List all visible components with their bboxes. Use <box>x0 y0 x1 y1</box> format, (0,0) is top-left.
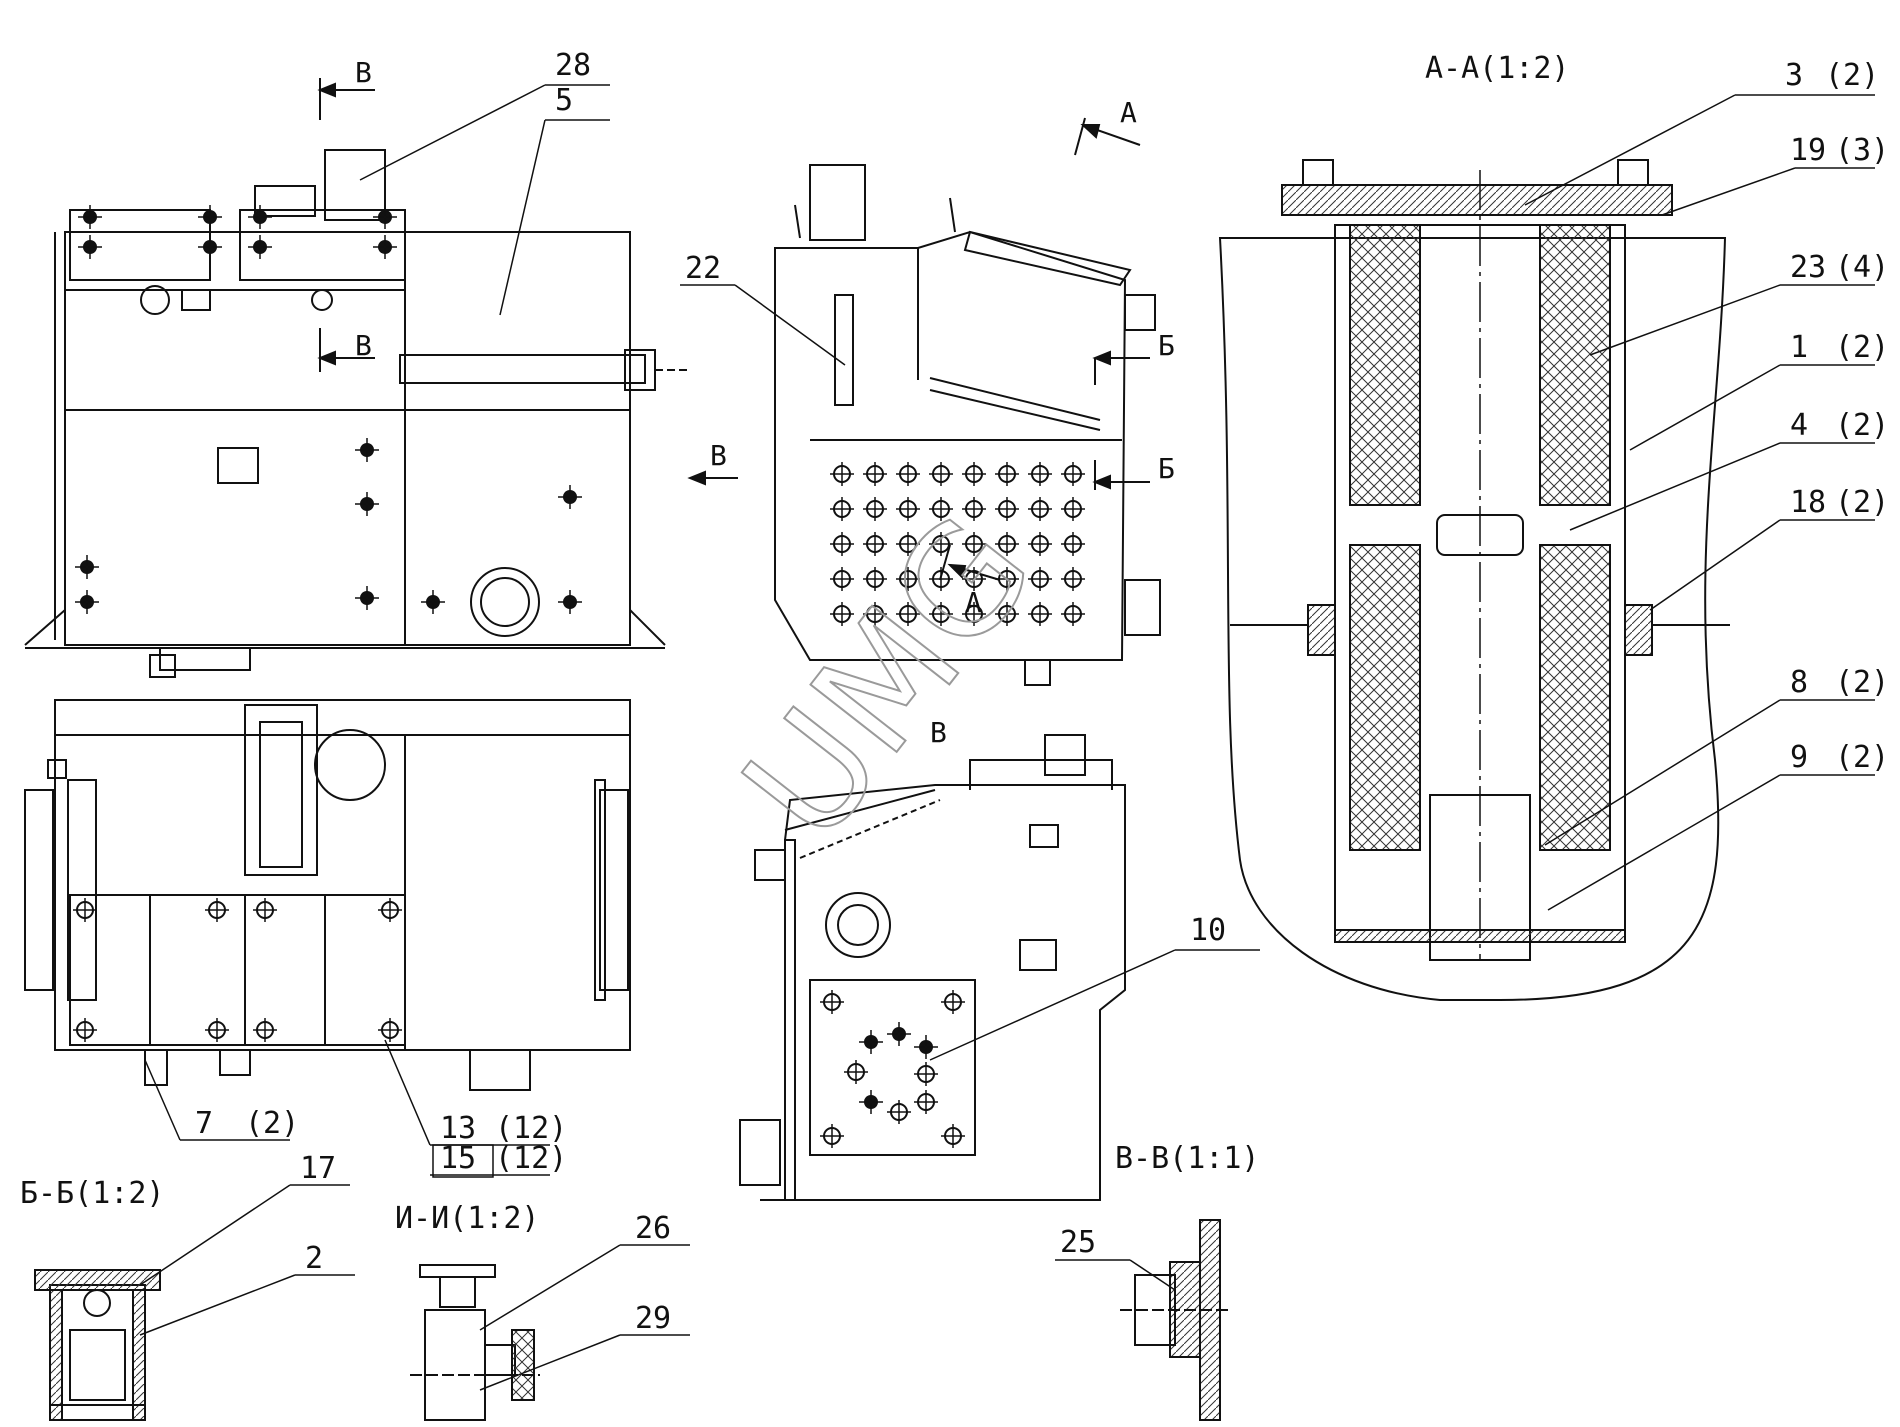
perforation-hole <box>1028 497 1052 521</box>
callout-18-qty: (2) <box>1835 485 1889 520</box>
callout-22: 22 <box>685 251 721 286</box>
callout-25: 25 <box>1060 1225 1096 1260</box>
view-arrow-a-top: А <box>1120 96 1137 129</box>
perforation-hole <box>1061 532 1085 556</box>
perforation-hole <box>1061 462 1085 486</box>
callout-frame <box>432 1144 494 1178</box>
callout-1: 1 <box>1790 330 1808 365</box>
section-aa <box>1218 159 1730 1001</box>
perforation-hole <box>863 497 887 521</box>
callout-19: 19 <box>1790 133 1826 168</box>
top-view <box>24 699 631 1091</box>
callout-4-qty: (2) <box>1835 408 1889 443</box>
front-view <box>24 149 690 678</box>
view-arrow-v-rear: В <box>930 716 947 749</box>
top-view-bolts <box>73 898 402 1042</box>
perforation-hole <box>830 462 854 486</box>
title-section-ii: И-И(1:2) <box>395 1201 540 1236</box>
callout-3: 3 <box>1785 58 1803 93</box>
perforation-hole <box>995 462 1019 486</box>
perforation-hole <box>1028 462 1052 486</box>
callout-10: 10 <box>1190 913 1226 948</box>
callout-15: 15 <box>440 1141 476 1176</box>
section-bb <box>34 1269 161 1421</box>
cutting-plane-arrows <box>317 78 1150 581</box>
callout-8-qty: (2) <box>1835 665 1889 700</box>
rear-view <box>739 734 1126 1201</box>
perforation-hole <box>929 462 953 486</box>
view-arrow-b-bottom: Б <box>1158 452 1175 485</box>
perforation-hole <box>1028 532 1052 556</box>
side-view <box>774 164 1161 686</box>
callout-9-qty: (2) <box>1835 740 1889 775</box>
callout-17: 17 <box>300 1151 336 1186</box>
callout-29: 29 <box>635 1301 671 1336</box>
callout-8: 8 <box>1790 665 1808 700</box>
perforation-hole <box>830 497 854 521</box>
perforation-hole <box>896 462 920 486</box>
callout-15-qty: (12) <box>495 1141 567 1176</box>
view-arrow-v-left: В <box>710 439 727 472</box>
perforation-hole <box>830 532 854 556</box>
callout-23: 23 <box>1790 250 1826 285</box>
section-vv <box>1120 1219 1230 1421</box>
perforation-hole <box>863 462 887 486</box>
watermark: UMG <box>711 485 1067 872</box>
callout-9: 9 <box>1790 740 1808 775</box>
perforation-hole <box>1061 497 1085 521</box>
callout-18: 18 <box>1790 485 1826 520</box>
callout-3-qty: (2) <box>1825 58 1879 93</box>
view-arrow-a-side: А <box>965 586 982 619</box>
perforation-hole <box>1061 602 1085 626</box>
view-arrow-v-mid: В <box>355 329 372 362</box>
rear-view-plate-holes <box>820 990 965 1148</box>
callout-23-qty: (4) <box>1835 250 1889 285</box>
callout-13: 13 <box>440 1111 476 1146</box>
perforation-hole <box>995 497 1019 521</box>
view-arrow-b-top: Б <box>1158 329 1175 362</box>
callout-7-qty: (2) <box>245 1106 299 1141</box>
callout-13-qty: (12) <box>495 1111 567 1146</box>
callout-5: 5 <box>555 83 573 118</box>
view-arrow-v-top: В <box>355 56 372 89</box>
title-section-vv: В-В(1:1) <box>1115 1141 1260 1176</box>
section-ii <box>410 1264 540 1421</box>
callout-26: 26 <box>635 1211 671 1246</box>
callout-28: 28 <box>555 48 591 83</box>
leader-lines <box>139 84 1875 1391</box>
perforation-hole <box>1061 567 1085 591</box>
title-section-bb: Б-Б(1:2) <box>20 1176 165 1211</box>
callout-19-qty: (3) <box>1835 133 1889 168</box>
callout-7: 7 <box>195 1106 213 1141</box>
callout-1-qty: (2) <box>1835 330 1889 365</box>
callout-2: 2 <box>305 1241 323 1276</box>
callout-4: 4 <box>1790 408 1808 443</box>
perforation-hole <box>962 462 986 486</box>
title-section-aa: А-А(1:2) <box>1425 51 1570 86</box>
labels: 28 5 22 10 7 (2) 13 (12) 15 (12) 17 2 26… <box>20 48 1889 1336</box>
